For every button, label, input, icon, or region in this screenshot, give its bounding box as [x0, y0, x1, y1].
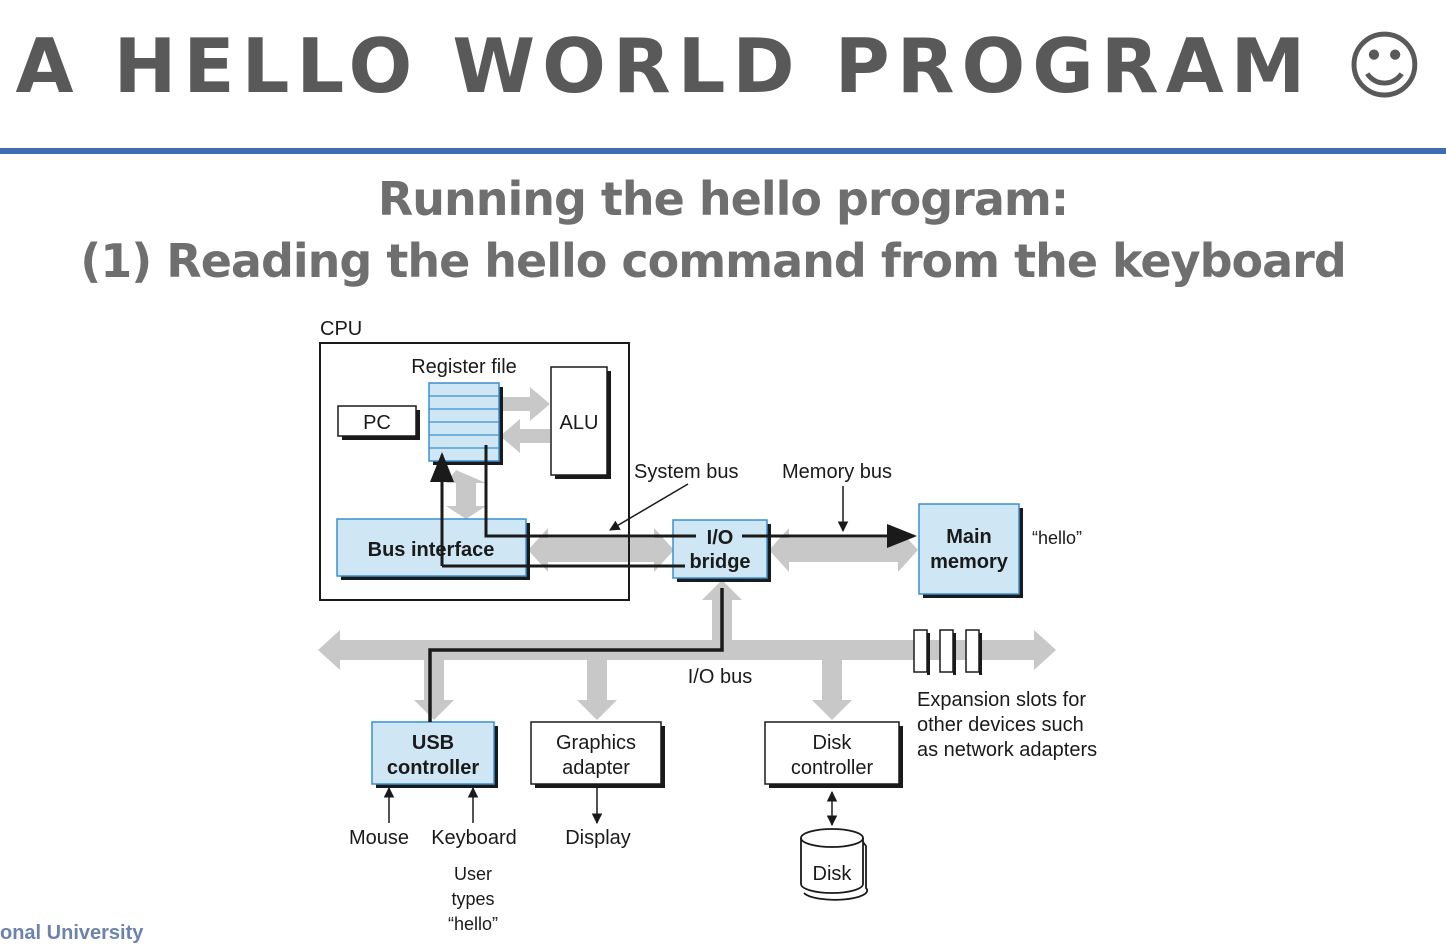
expansion-slots	[913, 629, 980, 673]
graphics-adapter-box	[530, 721, 662, 785]
memory-bus-label: Memory bus	[782, 461, 892, 483]
graphics-adapter-label-1: Graphics	[556, 732, 636, 754]
io-bridge-box	[672, 519, 768, 579]
slide-title: A HELLO WORLD PROGRAM ☺	[15, 22, 1431, 110]
disk-controller-label-1: Disk	[813, 732, 853, 754]
disk-controller-box	[764, 721, 900, 785]
disk-drop	[812, 660, 852, 720]
cpu-label: CPU	[320, 318, 362, 340]
register-to-memory-path	[484, 445, 696, 538]
expansion-label-2: other devices such	[917, 714, 1084, 736]
io-bridge-label-1: I/O	[707, 527, 734, 549]
main-memory-label-2: memory	[930, 551, 1009, 573]
alu-to-reg-arrow	[500, 419, 550, 453]
expansion-label-3: as network adapters	[917, 739, 1097, 761]
graphics-drop	[577, 660, 617, 720]
main-memory-box	[918, 503, 1020, 595]
disk-controller-label-2: controller	[791, 757, 874, 779]
disk-cylinder	[800, 828, 869, 901]
pc-label: PC	[363, 412, 391, 434]
alu-label: ALU	[560, 412, 599, 434]
subtitle-line-2: (1) Reading the hello command from the k…	[80, 234, 1347, 288]
title-divider	[0, 148, 1446, 154]
register-file-label: Register file	[411, 356, 517, 378]
expansion-label-1: Expansion slots for	[917, 689, 1086, 711]
io-bridge-label-2: bridge	[689, 551, 750, 573]
main-memory-label-1: Main	[946, 526, 992, 548]
usb-drop	[414, 660, 454, 720]
memory-bus	[769, 528, 918, 572]
subtitle-line-1: Running the hello program:	[377, 172, 1069, 226]
user-types-label-3: “hello”	[448, 914, 498, 934]
io-bus-label: I/O bus	[688, 666, 752, 688]
display-label: Display	[565, 827, 631, 849]
usb-controller-label-2: controller	[387, 757, 479, 779]
system-bus	[528, 528, 674, 572]
mouse-label: Mouse	[349, 827, 409, 849]
alu-box	[550, 366, 608, 476]
disk-label: Disk	[813, 863, 853, 885]
system-bus-label: System bus	[634, 461, 738, 483]
graphics-adapter-label-2: adapter	[562, 757, 630, 779]
register-file-rows	[429, 395, 499, 449]
usb-controller-box	[371, 721, 495, 785]
bus-interface-label: Bus interface	[368, 539, 495, 561]
reg-bus-vertical-arrow	[446, 470, 486, 519]
cpu-box	[319, 342, 630, 601]
user-types-label-1: User	[454, 864, 492, 884]
keyboard-label: Keyboard	[431, 827, 517, 849]
pc-box	[337, 405, 417, 437]
expansion-slot-shadows	[927, 633, 982, 675]
data-flow-path	[428, 588, 724, 722]
usb-controller-label-1: USB	[412, 732, 454, 754]
system-bus-pointer	[609, 483, 689, 531]
reg-to-alu-arrow	[500, 387, 550, 421]
hello-in-memory-label: “hello”	[1032, 528, 1082, 548]
user-types-label-2: types	[451, 889, 494, 909]
